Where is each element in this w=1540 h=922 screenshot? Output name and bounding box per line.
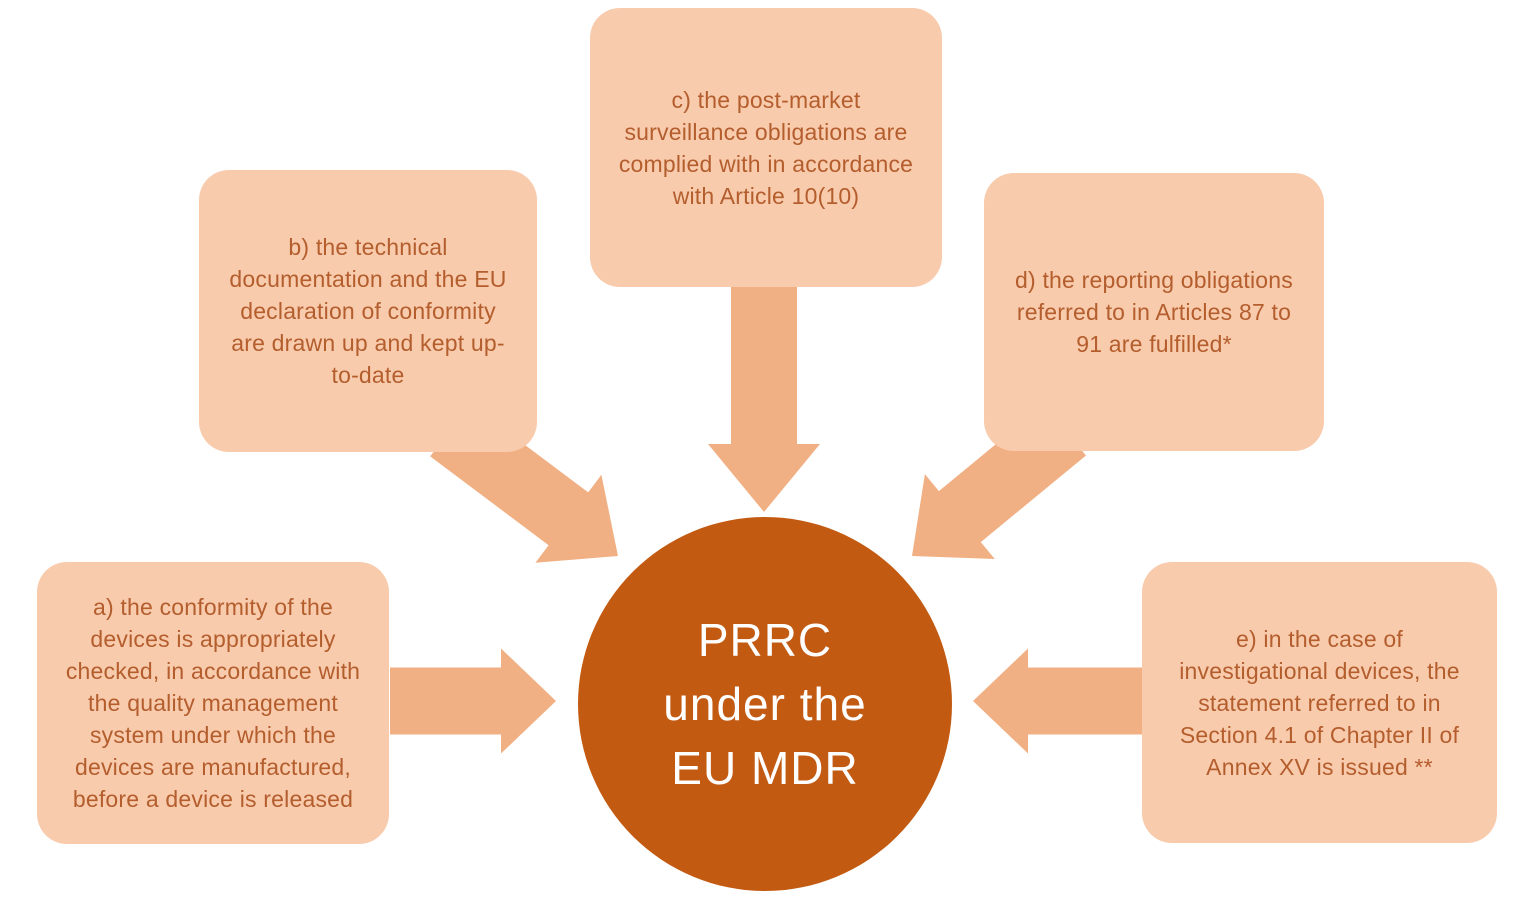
- center-circle-prrc: PRRC under the EU MDR: [578, 517, 952, 891]
- arrow-box-a-to-center: [390, 648, 556, 754]
- box-b-text: b) the technical documentation and the E…: [229, 234, 507, 388]
- box-d-reporting-obligations: d) the reporting obligations referred to…: [984, 173, 1324, 451]
- box-d-text: d) the reporting obligations referred to…: [1015, 267, 1293, 357]
- arrow-box-c-to-center: [708, 285, 820, 512]
- box-a-text: a) the conformity of the devices is appr…: [65, 594, 361, 812]
- box-c-post-market-surveillance: c) the post-market surveillance obligati…: [590, 8, 942, 287]
- center-circle-text: PRRC under the EU MDR: [663, 614, 867, 794]
- box-e-investigational-devices: e) in the case of investigational device…: [1142, 562, 1497, 843]
- box-c-text: c) the post-market surveillance obligati…: [618, 86, 914, 209]
- box-b-technical-documentation: b) the technical documentation and the E…: [199, 170, 537, 452]
- box-e-text: e) in the case of investigational device…: [1179, 625, 1460, 780]
- arrow-box-e-to-center: [973, 648, 1145, 754]
- box-a-conformity-check: a) the conformity of the devices is appr…: [37, 562, 389, 844]
